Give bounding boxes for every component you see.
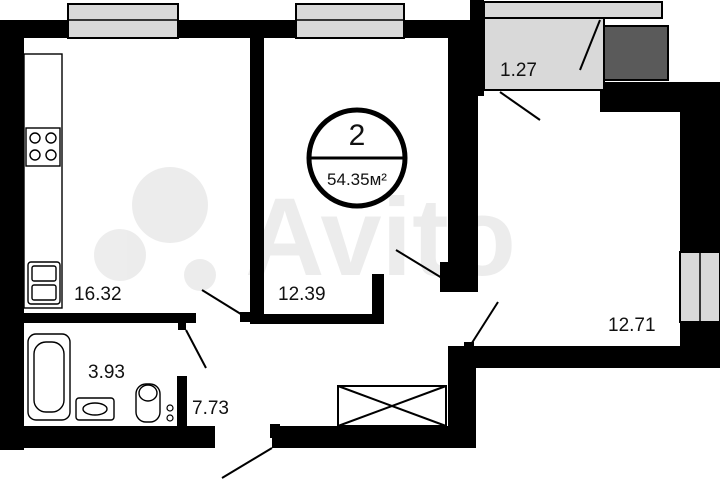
balcony: [483, 1, 669, 121]
wall-living-right-bottom: [680, 322, 720, 368]
doors: [185, 249, 499, 479]
wall-bottom-left: [0, 426, 215, 448]
balcony-area: 1.27: [500, 60, 537, 81]
bathroom-area: 3.93: [88, 362, 125, 383]
wall-bedroom-door-stub: [440, 262, 452, 292]
wall-bedroom-bottom: [250, 314, 380, 324]
wall-bedroom-bottom-stub: [372, 274, 384, 324]
total-area: 54.35м²: [327, 170, 387, 189]
wall-left: [0, 20, 24, 450]
stove: [25, 127, 61, 167]
closet: [337, 385, 447, 427]
room-count: 2: [349, 119, 366, 152]
wall-living-bottom: [468, 346, 720, 368]
bathroom-fixtures: [27, 333, 174, 423]
bedroom-area: 12.39: [278, 284, 326, 305]
kitchen-area: 16.32: [74, 284, 122, 305]
flat-badge: 2 54.35м²: [306, 107, 408, 209]
wall-kitchen-bottom: [24, 313, 196, 323]
window-bedroom: [295, 3, 405, 39]
windows: [67, 3, 720, 323]
wall-kitchen-bedroom: [250, 38, 264, 324]
wall-balcony-corner: [600, 82, 720, 112]
wall-top-mid: [178, 20, 296, 38]
walls: [0, 0, 720, 450]
hallway-area: 7.73: [192, 398, 229, 419]
kitchen-fixtures: [23, 53, 63, 309]
wall-bath-right: [177, 376, 187, 426]
wall-balcony-left: [470, 0, 484, 96]
window-kitchen: [67, 3, 179, 39]
balcony-dark-block: [603, 25, 669, 81]
living-area: 12.71: [608, 315, 656, 336]
wall-bottom-right: [272, 426, 454, 448]
